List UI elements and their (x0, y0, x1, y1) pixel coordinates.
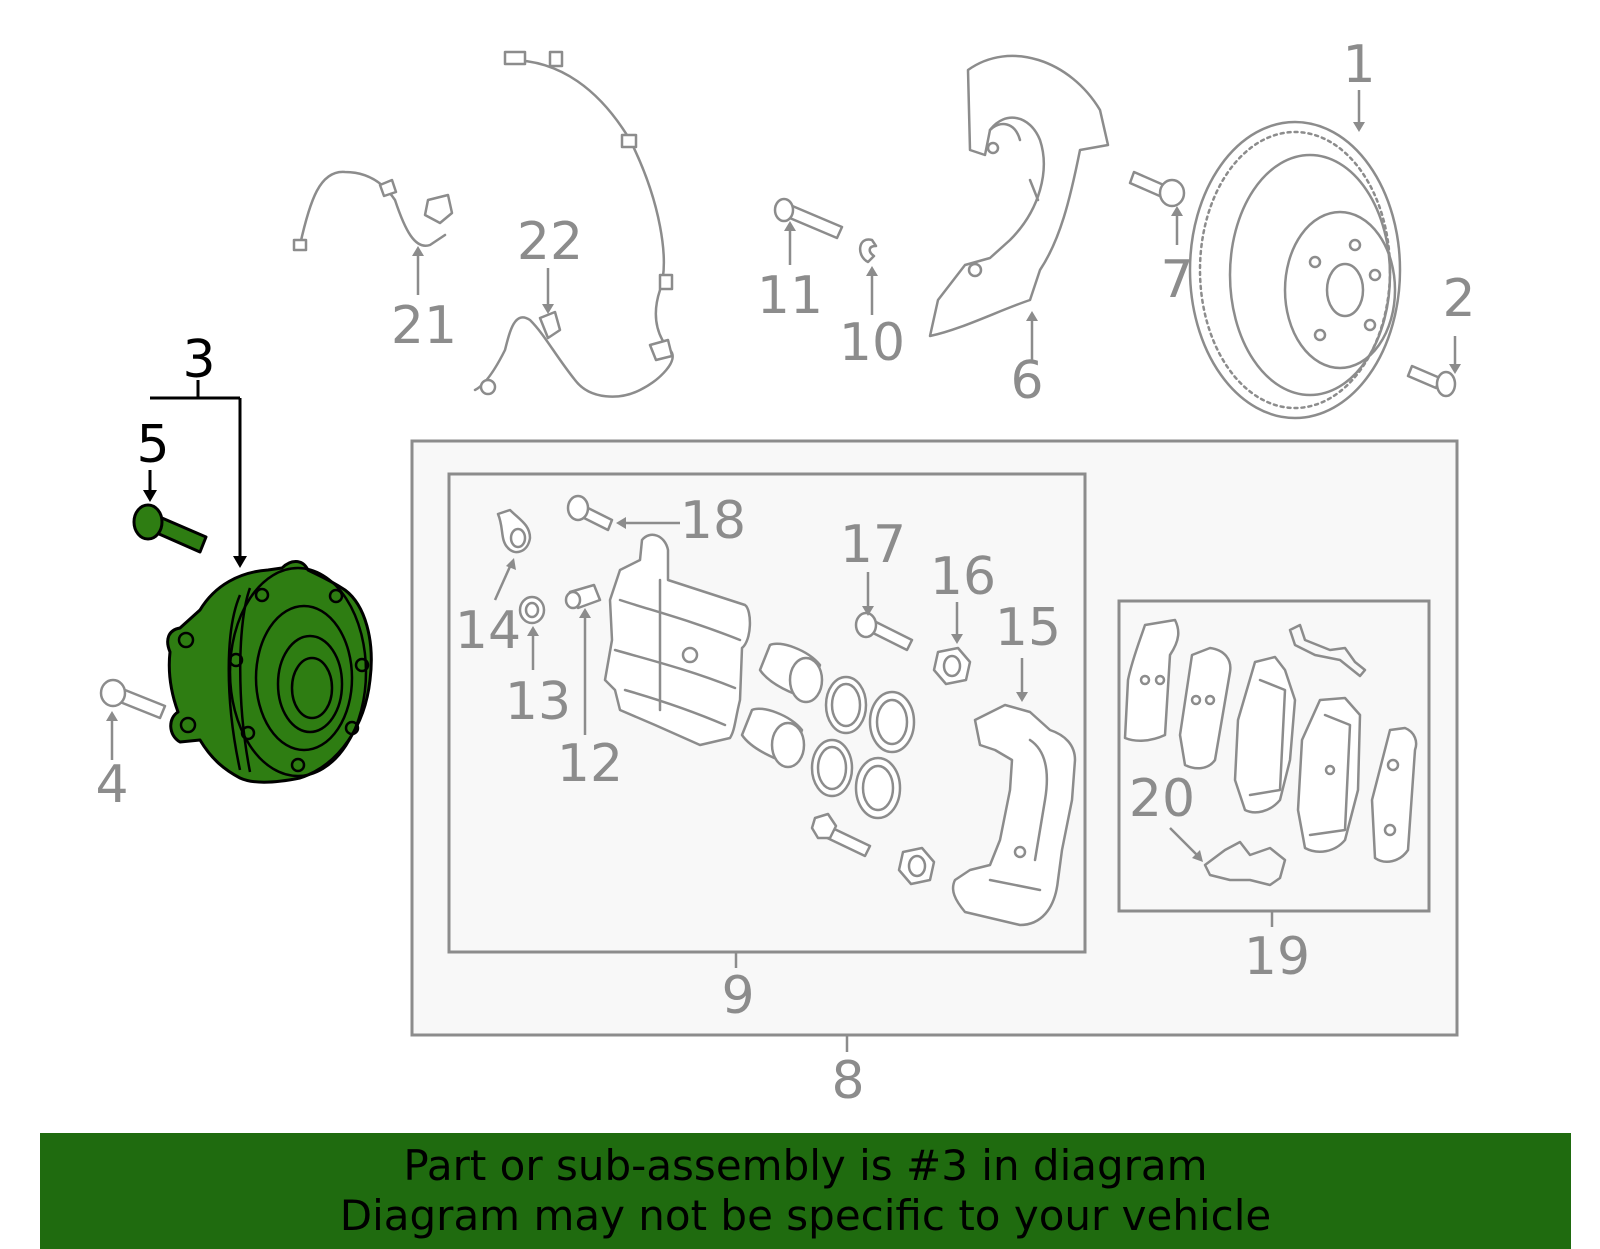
callout-22: 22 (517, 212, 583, 272)
callout-19: 19 (1244, 927, 1310, 987)
leader-lines (106, 90, 1461, 1052)
bleeder-bolt[interactable] (566, 494, 614, 532)
guide-bolt[interactable] (773, 197, 844, 240)
shield-bolt[interactable] (1128, 170, 1186, 208)
brake-pad-shim-outer[interactable] (1123, 618, 1180, 742)
caliper-guide-bolt[interactable] (854, 611, 914, 652)
wheel-stud[interactable] (132, 503, 208, 554)
retaining-clip[interactable] (859, 238, 878, 264)
pad-wear-indicator[interactable] (1203, 840, 1287, 887)
piston-seal-lower[interactable] (810, 738, 854, 798)
abs-wheel-sensor[interactable] (473, 50, 674, 398)
brake-pad-shim-inner[interactable] (1178, 646, 1232, 770)
callout-21: 21 (391, 296, 457, 356)
hub-bolt[interactable] (99, 678, 167, 720)
hub-bearing-assembly[interactable] (166, 560, 373, 784)
bleeder-cap[interactable] (496, 508, 532, 554)
banner-line-1: Part or sub-assembly is #3 in diagram (403, 1141, 1208, 1190)
highlight-leader-lines (143, 380, 247, 568)
callout-20: 20 (1129, 769, 1195, 829)
banner-line-2: Diagram may not be specific to your vehi… (339, 1191, 1272, 1240)
caliper-piston-upper[interactable] (758, 642, 824, 704)
caliper-body[interactable] (603, 533, 752, 747)
caliper-bolt-lower[interactable] (810, 812, 872, 858)
callout-10: 10 (839, 313, 905, 373)
callout-5: 5 (136, 415, 169, 475)
callout-15: 15 (995, 598, 1061, 658)
abs-sensor-wire[interactable] (292, 170, 454, 252)
caliper-piston-lower[interactable] (740, 707, 806, 769)
pad-spring-clip[interactable] (1288, 623, 1367, 678)
caliper-nut[interactable] (932, 646, 972, 686)
callout-2: 2 (1442, 269, 1475, 329)
callout-18: 18 (680, 491, 746, 551)
callout-17: 17 (840, 515, 906, 575)
brake-pad-outer[interactable] (1233, 655, 1297, 814)
callout-12: 12 (557, 734, 623, 794)
guide-pin-boot[interactable] (564, 583, 602, 610)
dust-shield[interactable] (928, 54, 1110, 338)
caliper-bracket[interactable] (951, 703, 1077, 927)
callout-13: 13 (505, 672, 571, 732)
callout-6: 6 (1010, 351, 1043, 411)
callout-7: 7 (1160, 250, 1193, 310)
brake-rotor[interactable] (1188, 120, 1402, 420)
callout-9: 9 (721, 966, 754, 1026)
notice-banner: Part or sub-assembly is #3 in diagram Di… (40, 1133, 1571, 1249)
callout-8: 8 (831, 1051, 864, 1111)
brake-pad-inner[interactable] (1296, 696, 1362, 853)
callout-16: 16 (930, 547, 996, 607)
piston-boot-lower[interactable] (854, 756, 902, 820)
piston-boot-upper[interactable] (868, 690, 916, 754)
rotor-screw[interactable] (1406, 364, 1457, 398)
callout-3: 3 (182, 330, 215, 390)
callout-1: 1 (1342, 35, 1375, 95)
brake-pad-backing-shim[interactable] (1370, 726, 1418, 863)
caliper-nut-lower[interactable] (897, 846, 936, 886)
piston-seal-upper[interactable] (824, 675, 868, 735)
callout-11: 11 (757, 266, 823, 326)
callout-14: 14 (455, 601, 521, 661)
callout-4: 4 (95, 755, 128, 815)
bushing[interactable] (518, 595, 546, 625)
